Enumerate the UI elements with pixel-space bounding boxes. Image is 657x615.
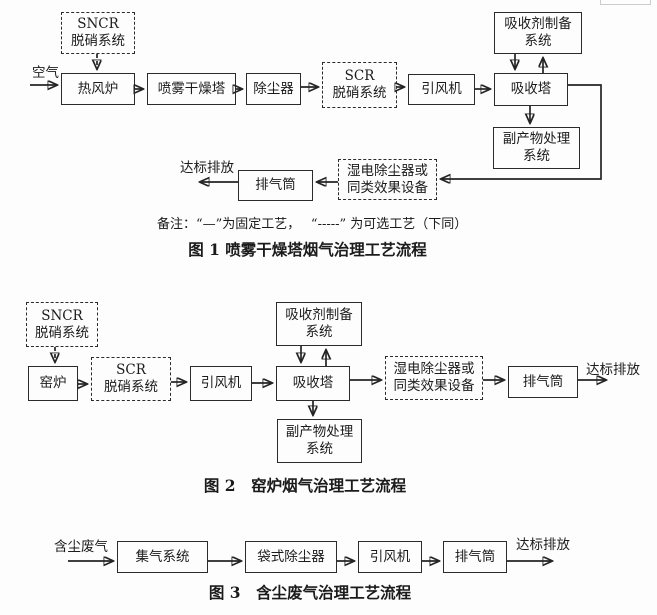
fig1-node-byproduct-treatment-system: 副产物处理 系统 bbox=[493, 127, 580, 169]
fig2-node-exhaust-stack: 排气筒 bbox=[508, 366, 578, 398]
fig1-node-absorption-tower: 吸收塔 bbox=[494, 73, 568, 106]
fig3-node-exhaust-stack: 排气筒 bbox=[443, 541, 507, 573]
fig1-air-inlet-label: 空气 bbox=[32, 65, 59, 81]
fig3-node-bag-filter: 袋式除尘器 bbox=[245, 541, 337, 573]
fig2-node-sncr-denox-system: SNCR 脱硝系统 bbox=[26, 302, 98, 347]
fig1-node-sncr-denox-system: SNCR 脱硝系统 bbox=[61, 12, 135, 54]
fig1-caption: 图 1 喷雾干燥塔烟气治理工艺流程 bbox=[188, 240, 427, 259]
fig2-node-wet-esp-equipment: 湿电除尘器或 同类效果设备 bbox=[385, 356, 483, 400]
fig3-input-label: 含尘废气 bbox=[54, 539, 108, 555]
fig2-node-absorbent-prep-system: 吸收剂制备 系统 bbox=[276, 302, 362, 346]
fig1-discharge-label: 达标排放 bbox=[180, 160, 234, 176]
fig2-node-byproduct-treatment-system: 副产物处理 系统 bbox=[277, 419, 362, 463]
fig1-node-induced-draft-fan: 引风机 bbox=[408, 74, 475, 105]
fig3-node-gas-collection-system: 集气系统 bbox=[117, 541, 208, 573]
fig1-node-absorbent-prep-system: 吸收剂制备 系统 bbox=[494, 12, 582, 54]
fig1-node-hot-air-furnace: 热风炉 bbox=[61, 73, 135, 105]
fig2-node-kiln: 窑炉 bbox=[28, 366, 78, 401]
fig1-node-wet-esp-equipment: 湿电除尘器或 同类效果设备 bbox=[338, 159, 437, 200]
fig1-node-dust-collector: 除尘器 bbox=[246, 73, 301, 105]
fig2-node-absorption-tower: 吸收塔 bbox=[276, 366, 350, 401]
fig3-discharge-label: 达标排放 bbox=[516, 537, 570, 553]
fig1-node-exhaust-stack: 排气筒 bbox=[238, 170, 313, 201]
fig3-node-induced-draft-fan: 引风机 bbox=[358, 541, 422, 573]
fig1-node-scr-denox-system: SCR 脱硝系统 bbox=[322, 62, 397, 108]
fig2-node-induced-draft-fan: 引风机 bbox=[190, 366, 252, 401]
fig3-caption: 图 3 含尘废气治理工艺流程 bbox=[208, 583, 412, 602]
fig2-discharge-label: 达标排放 bbox=[586, 362, 640, 378]
fig1-node-spray-drying-tower: 喷雾干燥塔 bbox=[147, 73, 236, 105]
fig2-caption: 图 2 窑炉烟气治理工艺流程 bbox=[203, 476, 407, 495]
scan-artifact bbox=[600, 0, 651, 5]
fig1-legend-note: 备注：“—”为固定工艺， “-----” 为可选工艺（下同） bbox=[157, 217, 468, 232]
fig2-node-scr-denox-system: SCR 脱硝系统 bbox=[91, 357, 171, 401]
